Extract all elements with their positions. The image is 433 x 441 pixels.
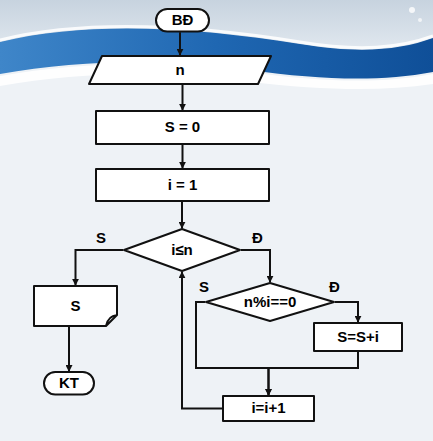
shape-outline: [223, 396, 314, 421]
node-text: S = 0: [165, 119, 200, 136]
node-text: BĐ: [172, 12, 194, 29]
node-text: n%i==0: [244, 294, 297, 311]
shape-outline: [96, 111, 269, 144]
node-text: i=i+1: [251, 400, 285, 417]
flow-arrow: [182, 145, 184, 168]
shape-outline: [96, 169, 269, 201]
shape-outline: [124, 229, 240, 271]
shape-outline: [314, 323, 402, 351]
shape-outline: [89, 56, 271, 84]
branch-label: S: [96, 230, 106, 247]
flow-arrow: [182, 85, 184, 110]
flow-arrow: [335, 302, 358, 322]
decision-diamond: n%i==0: [205, 282, 335, 322]
terminal-oval: KT: [43, 371, 95, 396]
process-box: S=S+i: [313, 322, 403, 352]
node-text: n: [175, 62, 184, 79]
node-text: i≤n: [171, 242, 193, 259]
output-document: S: [33, 285, 118, 327]
flow-arrow: [68, 324, 70, 371]
process-box: i=i+1: [222, 395, 315, 422]
node-text: i = 1: [168, 177, 198, 194]
input-parallelogram: n: [88, 55, 272, 85]
shape-outline: [206, 283, 334, 321]
branch-label: Đ: [252, 230, 263, 247]
node-text: S=S+i: [337, 329, 379, 346]
flow-arrow: [269, 352, 359, 395]
decision-diamond: i≤n: [123, 228, 241, 272]
shape-outline: [44, 372, 94, 395]
flow-arrow: [181, 202, 183, 228]
branch-label: S: [199, 279, 209, 296]
flow-arrow: [76, 250, 124, 285]
node-text: S: [70, 298, 80, 315]
flow-arrow: [241, 250, 270, 282]
shape-outline: [34, 286, 117, 326]
branch-label: Đ: [329, 279, 340, 296]
terminal-oval: BĐ: [155, 8, 210, 33]
flow-arrow: [179, 32, 181, 55]
process-box: S = 0: [95, 110, 270, 145]
shape-outline: [156, 9, 209, 32]
process-box: i = 1: [95, 168, 270, 202]
node-text: KT: [59, 375, 79, 392]
flow-arrow: [182, 272, 222, 409]
